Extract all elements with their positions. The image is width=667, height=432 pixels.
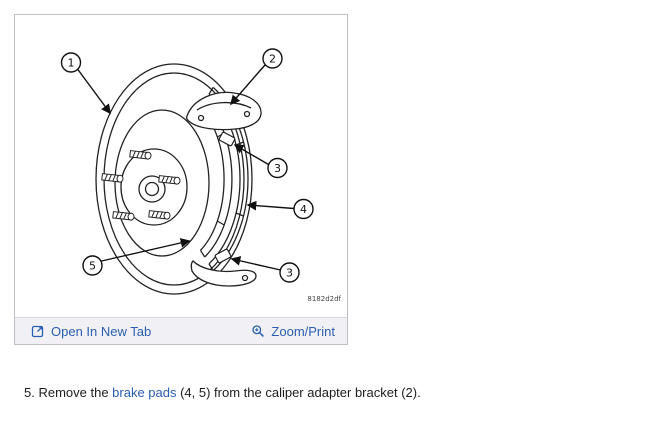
pad-clip-upper <box>218 131 236 147</box>
wheel-stud <box>101 173 124 183</box>
figure-body: 1 2 3 4 <box>15 15 347 317</box>
open-in-new-tab-button[interactable]: Open In New Tab <box>31 324 151 339</box>
callout-1-label: 1 <box>68 57 75 70</box>
callout-4-label: 4 <box>300 203 307 216</box>
wheel-studs <box>101 150 181 221</box>
wheel-stud <box>158 175 181 185</box>
pad-clips <box>214 131 236 264</box>
callout-4: 4 <box>246 198 314 220</box>
wheel-stud <box>148 210 171 220</box>
callout-3-lower: 3 <box>230 256 300 283</box>
callout-3-lower-label: 3 <box>286 267 293 280</box>
figure-toolbar: Open In New Tab Zoom/Print <box>15 317 347 344</box>
callouts: 1 2 3 4 <box>60 48 314 283</box>
callout-2-label: 2 <box>269 53 276 66</box>
callout-5: 5 <box>82 238 191 276</box>
instruction-text: 5. Remove the brake pads (4, 5) from the… <box>24 384 421 403</box>
wheel-stud <box>129 150 152 160</box>
pad-clip-lower <box>214 248 232 264</box>
instruction-prefix: 5. Remove the <box>24 385 113 400</box>
caliper-adapter-bracket <box>185 91 262 287</box>
callout-1: 1 <box>60 52 111 115</box>
callout-3-upper: 3 <box>233 144 288 179</box>
brake-rotor <box>95 63 253 295</box>
brake-assembly-diagram: 1 2 3 4 <box>60 48 342 303</box>
callout-5-label: 5 <box>89 260 96 273</box>
zoom-print-label: Zoom/Print <box>271 323 335 339</box>
zoom-print-button[interactable]: Zoom/Print <box>251 324 335 339</box>
zoom-print-icon <box>252 325 265 337</box>
figure-panel: 1 2 3 4 <box>14 14 348 345</box>
callout-3-upper-label: 3 <box>274 162 281 175</box>
instruction-suffix: (4, 5) from the caliper adapter bracket … <box>176 385 421 400</box>
figure-code: 8182d2df <box>307 295 341 303</box>
open-in-new-tab-icon <box>31 325 44 338</box>
callout-2: 2 <box>230 48 283 106</box>
open-in-new-tab-label: Open In New Tab <box>51 323 152 339</box>
wheel-stud <box>112 211 135 221</box>
brake-pads-link[interactable]: brake pads <box>112 385 177 400</box>
